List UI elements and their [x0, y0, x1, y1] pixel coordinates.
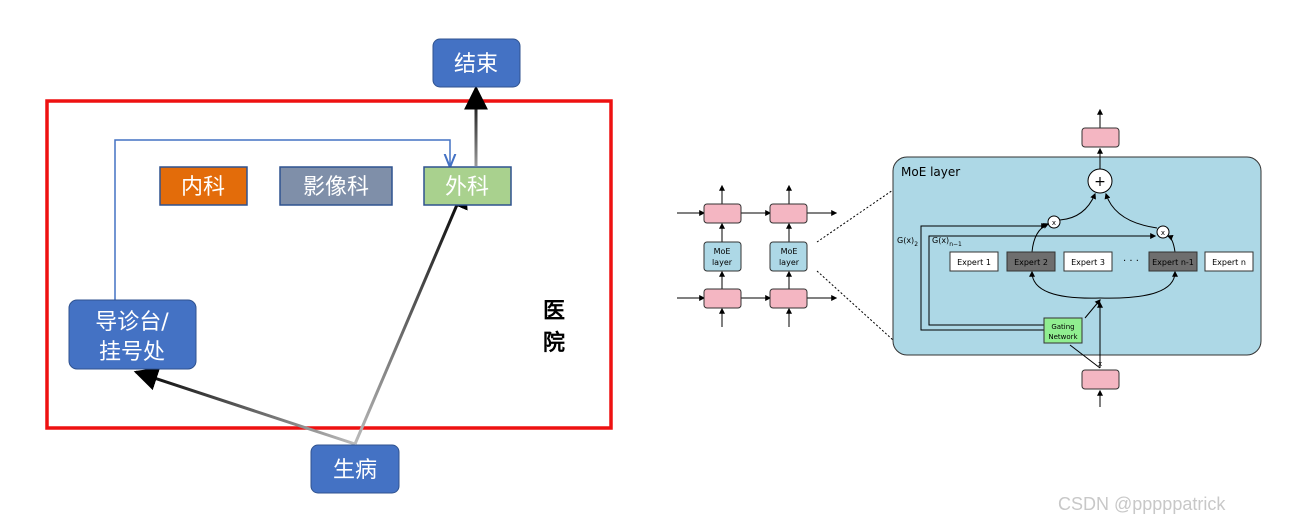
mult-symbol-n1: x — [1161, 229, 1165, 237]
hospital-frame — [45, 99, 613, 430]
gating-label-2: Network — [1048, 333, 1078, 341]
expert-2-label: Expert 2 — [1014, 258, 1048, 267]
expert-2-box — [1006, 251, 1056, 272]
triage-node — [68, 299, 197, 370]
internal-medicine-label: 内科 — [181, 175, 225, 200]
imaging-label: 影像科 — [303, 175, 369, 200]
hospital-label-char1: 医 — [543, 299, 565, 324]
moe-stack-overview: MoE layer MoE layer — [677, 184, 894, 341]
surgery-label: 外科 — [445, 175, 489, 200]
input-box — [1081, 369, 1120, 390]
surgery-box — [423, 166, 512, 206]
moe-layer-title: MoE layer — [901, 165, 960, 179]
triage-label-line2: 挂号处 — [99, 340, 165, 365]
moe-block-1 — [703, 241, 742, 272]
output-box — [1081, 127, 1120, 148]
gate-2-label: G(x)2 — [897, 236, 918, 248]
moe-block-2 — [769, 241, 808, 272]
mult-node-2 — [1047, 215, 1061, 229]
internal-medicine-box — [159, 166, 248, 206]
end-label: 结束 — [454, 52, 498, 77]
expert-1-box — [949, 251, 999, 272]
sick-label: 生病 — [333, 458, 377, 483]
sum-symbol: + — [1094, 174, 1106, 190]
moe-block-2-label-1: MoE — [781, 247, 798, 256]
arrow-sick-to-triage — [133, 367, 356, 446]
imaging-box — [279, 166, 393, 206]
expert-n1-box — [1148, 251, 1198, 272]
expert-ellipsis: · · · — [1123, 256, 1139, 267]
hospital-diagram: 结束 内科 影像科 外科 导诊台/ 挂号处 医 院 生病 — [45, 38, 613, 494]
watermark: CSDN @pppppatrick — [1058, 494, 1226, 514]
moe-layer-detail: MoE layer + x x G(x)2 G(x)n−1 — [892, 108, 1262, 407]
expert-n-label: Expert n — [1212, 258, 1246, 267]
gating-label-1: Gating — [1051, 323, 1074, 331]
sick-node — [310, 444, 400, 494]
expert-3-box — [1063, 251, 1113, 272]
expert-1-label: Expert 1 — [957, 258, 991, 267]
expert-3-label: Expert 3 — [1071, 258, 1105, 267]
expert-n-box — [1204, 251, 1254, 272]
arrow-sick-to-surgery — [353, 183, 468, 445]
arrow-triage-to-surgery — [114, 139, 450, 300]
mult-symbol-2: x — [1052, 219, 1056, 227]
moe-block-2-label-2: layer — [779, 258, 800, 267]
gating-network-box — [1043, 317, 1083, 344]
input-x-label: x — [1098, 360, 1102, 368]
triage-label-line1: 导诊台/ — [95, 310, 169, 335]
sum-node — [1087, 168, 1113, 194]
hospital-label-char2: 院 — [543, 330, 565, 356]
moe-block-1-label-1: MoE — [714, 247, 731, 256]
expert-n1-label: Expert n-1 — [1152, 258, 1194, 267]
moe-diagram: MoE layer MoE layer MoE layer + x x — [677, 108, 1262, 407]
gate-n1-label: G(x)n−1 — [932, 236, 962, 248]
mult-node-n1 — [1156, 225, 1170, 239]
end-node — [432, 38, 521, 88]
moe-block-1-label-2: layer — [712, 258, 733, 267]
